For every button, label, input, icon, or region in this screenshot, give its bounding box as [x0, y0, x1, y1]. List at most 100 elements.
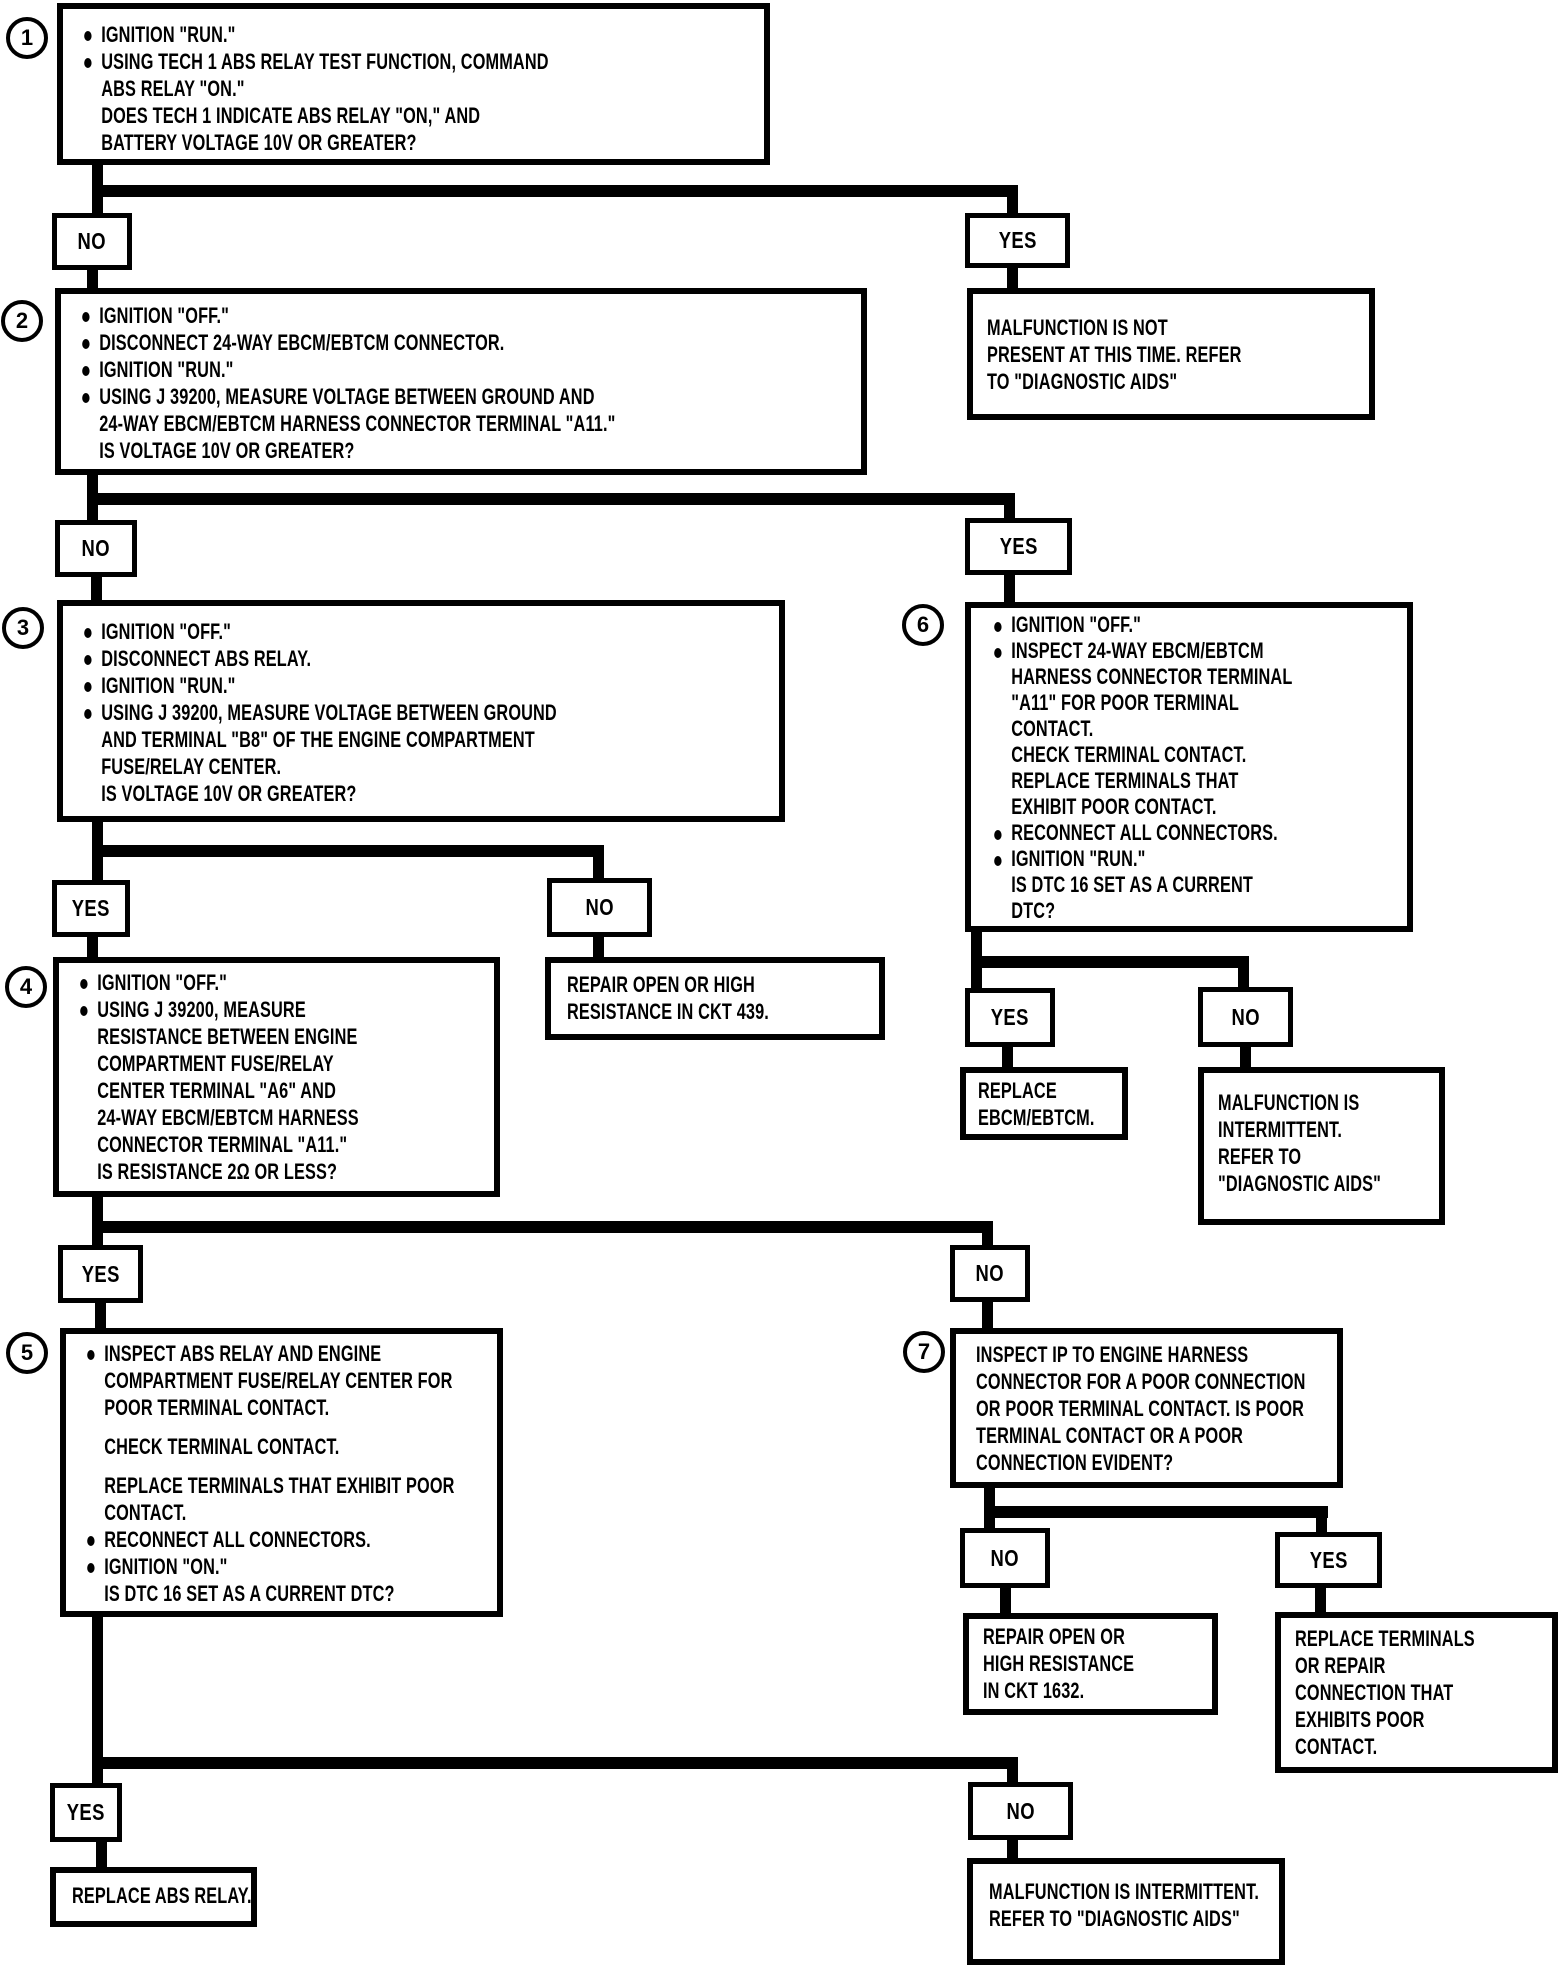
- text-line: CONTACT.: [1011, 716, 1094, 741]
- connector: [92, 165, 103, 191]
- terminal-replace-terminals: REPLACE TERMINALS OR REPAIR CONNECTION T…: [1275, 1612, 1558, 1773]
- decision-label: YES: [990, 1004, 1030, 1030]
- terminal-malfunction-intermittent-right: MALFUNCTION IS INTERMITTENT. REFER TO "D…: [1198, 1067, 1445, 1225]
- text-line: TERMINAL CONTACT OR A POOR: [976, 1423, 1244, 1448]
- connector: [96, 1842, 107, 1867]
- text-line: REFER TO "DIAGNOSTIC AIDS": [989, 1906, 1240, 1931]
- text-line: REPLACE TERMINALS THAT EXHIBIT POOR: [104, 1473, 455, 1498]
- decision-3-yes: YES: [52, 880, 130, 937]
- decision-label: YES: [998, 227, 1037, 253]
- step-4-badge: 4: [5, 966, 47, 1008]
- text-line: MALFUNCTION IS NOT: [987, 315, 1168, 340]
- step-number: 5: [20, 1340, 34, 1365]
- text-line: REPLACE TERMINALS THAT: [1011, 768, 1239, 793]
- decision-label: NO: [1006, 1797, 1035, 1824]
- step-1-box: IGNITION "RUN." USING TECH 1 ABS RELAY T…: [57, 3, 770, 165]
- text-line: HARNESS CONNECTOR TERMINAL: [1011, 664, 1293, 689]
- step-1-badge: 1: [6, 17, 48, 59]
- text-line: REPLACE ABS RELAY.: [72, 1883, 252, 1908]
- terminal-repair-ckt-1632: REPAIR OPEN OR HIGH RESISTANCE IN CKT 16…: [963, 1613, 1218, 1715]
- connector: [92, 1769, 103, 1783]
- text-line: RESISTANCE BETWEEN ENGINE: [97, 1024, 358, 1049]
- text-line: REPLACE: [978, 1078, 1057, 1103]
- step-5-badge: 5: [6, 1332, 48, 1374]
- decision-2-yes: YES: [965, 518, 1072, 575]
- text-line: IGNITION "RUN.": [79, 672, 765, 699]
- connector: [87, 937, 98, 957]
- text-line: MALFUNCTION IS: [1218, 1090, 1360, 1115]
- connector: [92, 1757, 1018, 1769]
- step-2-box: IGNITION "OFF." DISCONNECT 24-WAY EBCM/E…: [55, 288, 867, 475]
- decision-4-yes: YES: [58, 1245, 143, 1303]
- decision-label: NO: [1231, 1003, 1260, 1030]
- terminal-replace-ebcm-ebtcm: REPLACE EBCM/EBTCM.: [960, 1067, 1128, 1140]
- decision-7-yes: YES: [1275, 1532, 1382, 1588]
- text-line: COMPARTMENT FUSE/RELAY: [97, 1051, 334, 1076]
- decision-5-no: NO: [968, 1782, 1073, 1840]
- text-line: TO "DIAGNOSTIC AIDS": [987, 369, 1178, 394]
- text-line: IN CKT 1632.: [983, 1678, 1085, 1703]
- text-line: IS VOLTAGE 10V OR GREATER?: [101, 781, 357, 806]
- text-line: DISCONNECT 24-WAY EBCM/EBTCM CONNECTOR.: [77, 329, 847, 356]
- decision-label: NO: [585, 894, 614, 920]
- text-line: IGNITION "RUN.": [989, 846, 1397, 872]
- text-line: ABS RELAY "ON.": [101, 76, 245, 101]
- connector: [92, 1233, 103, 1245]
- step-6-box: IGNITION "OFF." INSPECT 24-WAY EBCM/EBTC…: [965, 602, 1413, 932]
- connector: [95, 1303, 106, 1328]
- connector: [92, 185, 1018, 197]
- terminal-malfunction-not-present: MALFUNCTION IS NOT PRESENT AT THIS TIME.…: [967, 288, 1375, 420]
- text-line: REPAIR OPEN OR: [983, 1624, 1125, 1649]
- connector: [87, 270, 98, 288]
- decision-label: YES: [999, 533, 1038, 559]
- text-line: RECONNECT ALL CONNECTORS.: [82, 1526, 487, 1553]
- connector: [92, 197, 103, 213]
- connector: [87, 493, 1015, 505]
- decision-label: NO: [77, 228, 107, 254]
- connector: [593, 857, 604, 878]
- connector: [984, 1506, 1328, 1518]
- step-6-badge: 6: [902, 604, 944, 646]
- text-line: USING TECH 1 ABS RELAY TEST FUNCTION, CO…: [79, 48, 750, 75]
- text-line: EXHIBIT POOR CONTACT.: [1011, 794, 1217, 819]
- text-line: INSPECT 24-WAY EBCM/EBTCM: [989, 638, 1397, 664]
- text-line: INSPECT ABS RELAY AND ENGINE: [82, 1340, 487, 1367]
- text-line: POOR TERMINAL CONTACT.: [104, 1395, 330, 1420]
- text-line: REPLACE TERMINALS: [1295, 1626, 1475, 1651]
- step-7-badge: 7: [903, 1331, 945, 1373]
- text-line: CHECK TERMINAL CONTACT.: [104, 1434, 340, 1459]
- connector: [1007, 1769, 1018, 1782]
- text-line: CHECK TERMINAL CONTACT.: [1011, 742, 1247, 767]
- text-line: 24-WAY EBCM/EBTCM HARNESS: [97, 1105, 359, 1130]
- connector: [1004, 505, 1015, 518]
- text-line: RESISTANCE IN CKT 439.: [567, 999, 769, 1024]
- text-line: "DIAGNOSTIC AIDS": [1218, 1171, 1381, 1196]
- text-line: IS DTC 16 SET AS A CURRENT DTC?: [104, 1581, 395, 1606]
- decision-label: NO: [81, 535, 111, 561]
- decision-label: NO: [990, 1544, 1020, 1571]
- text-line: COMPARTMENT FUSE/RELAY CENTER FOR: [104, 1368, 453, 1393]
- connector: [982, 1302, 993, 1328]
- connector: [87, 475, 98, 496]
- text-line: CONNECTION THAT: [1295, 1680, 1454, 1705]
- decision-1-yes: YES: [965, 213, 1070, 268]
- step-number: 6: [916, 612, 930, 637]
- decision-label: YES: [1309, 1546, 1348, 1573]
- connector: [982, 1233, 993, 1245]
- connector: [1315, 1588, 1326, 1612]
- decision-5-yes: YES: [50, 1783, 122, 1842]
- text-line: REPAIR OPEN OR HIGH: [567, 972, 755, 997]
- connector: [92, 845, 604, 857]
- text-line: REFER TO: [1218, 1144, 1302, 1169]
- connector: [1007, 197, 1018, 213]
- text-line: INSPECT IP TO ENGINE HARNESS: [976, 1342, 1249, 1367]
- text-line: IS VOLTAGE 10V OR GREATER?: [99, 438, 355, 463]
- text-line: IGNITION "OFF.": [79, 618, 765, 645]
- text-line: EXHIBITS POOR: [1295, 1707, 1425, 1732]
- text-line: RECONNECT ALL CONNECTORS.: [989, 820, 1397, 846]
- decision-6-no: NO: [1198, 987, 1293, 1047]
- connector: [1007, 1840, 1018, 1858]
- decision-label: YES: [81, 1260, 120, 1287]
- text-line: DISCONNECT ABS RELAY.: [79, 645, 765, 672]
- connector: [1238, 968, 1249, 987]
